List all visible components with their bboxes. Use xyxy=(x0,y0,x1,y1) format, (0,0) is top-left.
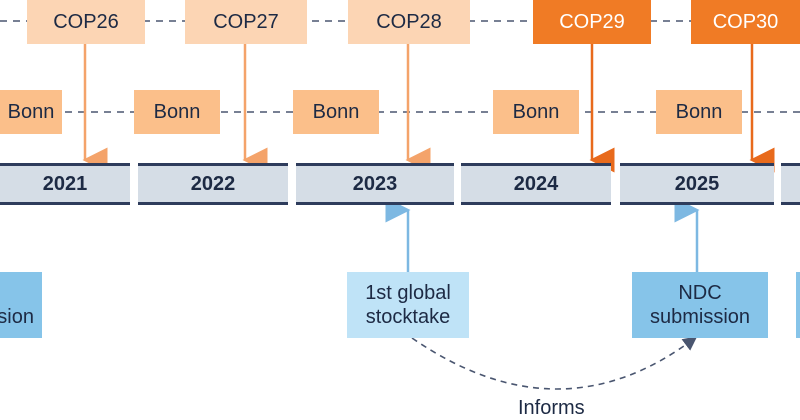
cop30-box: COP30 xyxy=(691,0,800,44)
informs-dashed-curve xyxy=(411,336,698,390)
right-partial-box xyxy=(796,272,800,338)
bonn-box-2025: Bonn xyxy=(656,90,742,134)
bonn-box-2024: Bonn xyxy=(493,90,579,134)
year-2022: 2022 xyxy=(138,163,288,205)
cop26-box: COP26 xyxy=(27,0,145,44)
bonn-box-2021: Bonn xyxy=(0,90,62,134)
year-2025: 2025 xyxy=(620,163,774,205)
cop27-box: COP27 xyxy=(185,0,307,44)
cop28-box: COP28 xyxy=(348,0,470,44)
year-2023: 2023 xyxy=(296,163,454,205)
cop29-box: COP29 xyxy=(533,0,651,44)
ndc-line2: submission xyxy=(649,306,751,328)
stocktake-line2: stocktake xyxy=(365,306,451,328)
year-2021: 2021 xyxy=(0,163,130,205)
bonn-box-2023: Bonn xyxy=(293,90,379,134)
global-stocktake-box: 1st global stocktake xyxy=(347,272,469,338)
year-next-partial xyxy=(781,163,800,205)
ndc-line1: NDC xyxy=(678,282,722,304)
year-2024: 2024 xyxy=(461,163,611,205)
informs-label: Informs xyxy=(518,397,585,419)
ndc-submission-box: NDC submission xyxy=(632,272,768,338)
left-partial-box: sion xyxy=(0,272,42,338)
bonn-box-2022: Bonn xyxy=(134,90,220,134)
stocktake-line1: 1st global xyxy=(365,282,451,304)
